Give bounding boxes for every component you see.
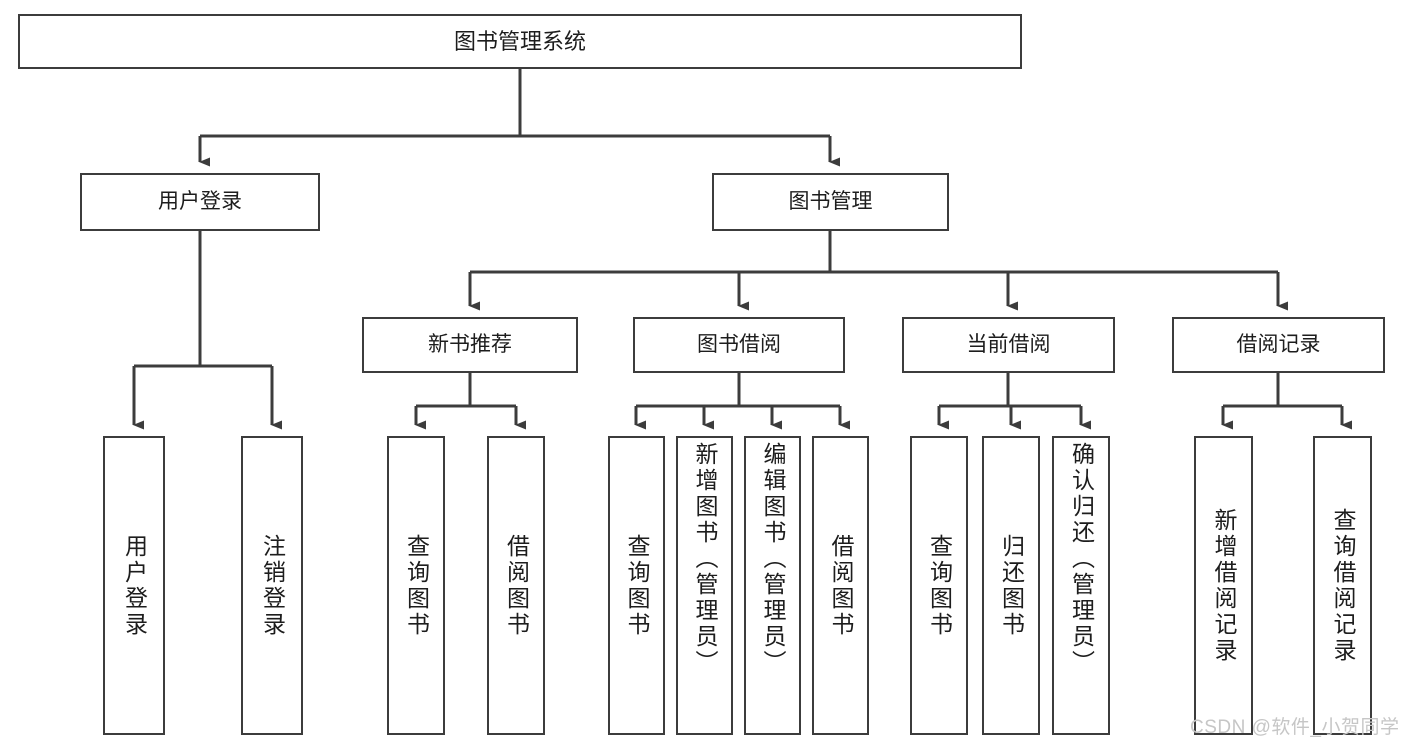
- node-leaf-query-book-1[interactable]: 查询图书: [387, 436, 445, 735]
- node-leaf-query-book-2[interactable]: 查询图书: [608, 436, 665, 735]
- node-leaf-add-book[interactable]: 新增图书（管理员）: [676, 436, 733, 735]
- node-leaf-borrow-book-2-label: 借阅图书: [828, 533, 854, 638]
- node-root-system[interactable]: 图书管理系统: [18, 14, 1022, 69]
- node-leaf-edit-book[interactable]: 编辑图书（管理员）: [744, 436, 801, 735]
- node-leaf-logout[interactable]: 注销登录: [241, 436, 303, 735]
- node-leaf-logout-label: 注销登录: [259, 533, 286, 638]
- node-leaf-user-login-label: 用户登录: [121, 533, 148, 638]
- node-leaf-query-book-3-label: 查询图书: [926, 533, 953, 638]
- node-leaf-borrow-book-2[interactable]: 借阅图书: [812, 436, 869, 735]
- node-leaf-confirm-return-label: 确认归还（管理员）: [1068, 442, 1095, 676]
- node-book-borrow-label: 图书借阅: [697, 332, 781, 356]
- node-new-book-recommend-label: 新书推荐: [428, 332, 512, 356]
- node-leaf-add-record-label: 新增借阅记录: [1211, 507, 1237, 664]
- node-book-manage-label: 图书管理: [788, 189, 873, 213]
- node-book-borrow[interactable]: 图书借阅: [633, 317, 845, 373]
- node-leaf-edit-book-label: 编辑图书（管理员）: [760, 442, 786, 676]
- node-book-manage[interactable]: 图书管理: [712, 173, 949, 231]
- node-leaf-user-login[interactable]: 用户登录: [103, 436, 165, 735]
- node-current-borrow-label: 当前借阅: [966, 332, 1051, 356]
- node-leaf-query-book-1-label: 查询图书: [403, 533, 430, 638]
- node-root-system-label: 图书管理系统: [453, 28, 586, 54]
- node-leaf-borrow-book-1[interactable]: 借阅图书: [487, 436, 545, 735]
- node-leaf-query-record-label: 查询借阅记录: [1330, 507, 1356, 664]
- node-leaf-confirm-return[interactable]: 确认归还（管理员）: [1052, 436, 1110, 735]
- node-leaf-borrow-book-1-label: 借阅图书: [503, 533, 530, 638]
- node-leaf-return-book-label: 归还图书: [998, 533, 1025, 638]
- node-borrow-record-label: 借阅记录: [1236, 332, 1321, 356]
- node-borrow-record[interactable]: 借阅记录: [1172, 317, 1385, 373]
- node-leaf-return-book[interactable]: 归还图书: [982, 436, 1040, 735]
- node-user-login-label: 用户登录: [158, 189, 242, 213]
- node-user-login[interactable]: 用户登录: [80, 173, 320, 231]
- node-current-borrow[interactable]: 当前借阅: [902, 317, 1115, 373]
- node-leaf-add-record[interactable]: 新增借阅记录: [1194, 436, 1253, 735]
- node-leaf-query-book-3[interactable]: 查询图书: [910, 436, 968, 735]
- node-new-book-recommend[interactable]: 新书推荐: [362, 317, 578, 373]
- node-leaf-query-record[interactable]: 查询借阅记录: [1313, 436, 1372, 735]
- node-leaf-add-book-label: 新增图书（管理员）: [692, 442, 718, 676]
- node-leaf-query-book-2-label: 查询图书: [624, 533, 650, 638]
